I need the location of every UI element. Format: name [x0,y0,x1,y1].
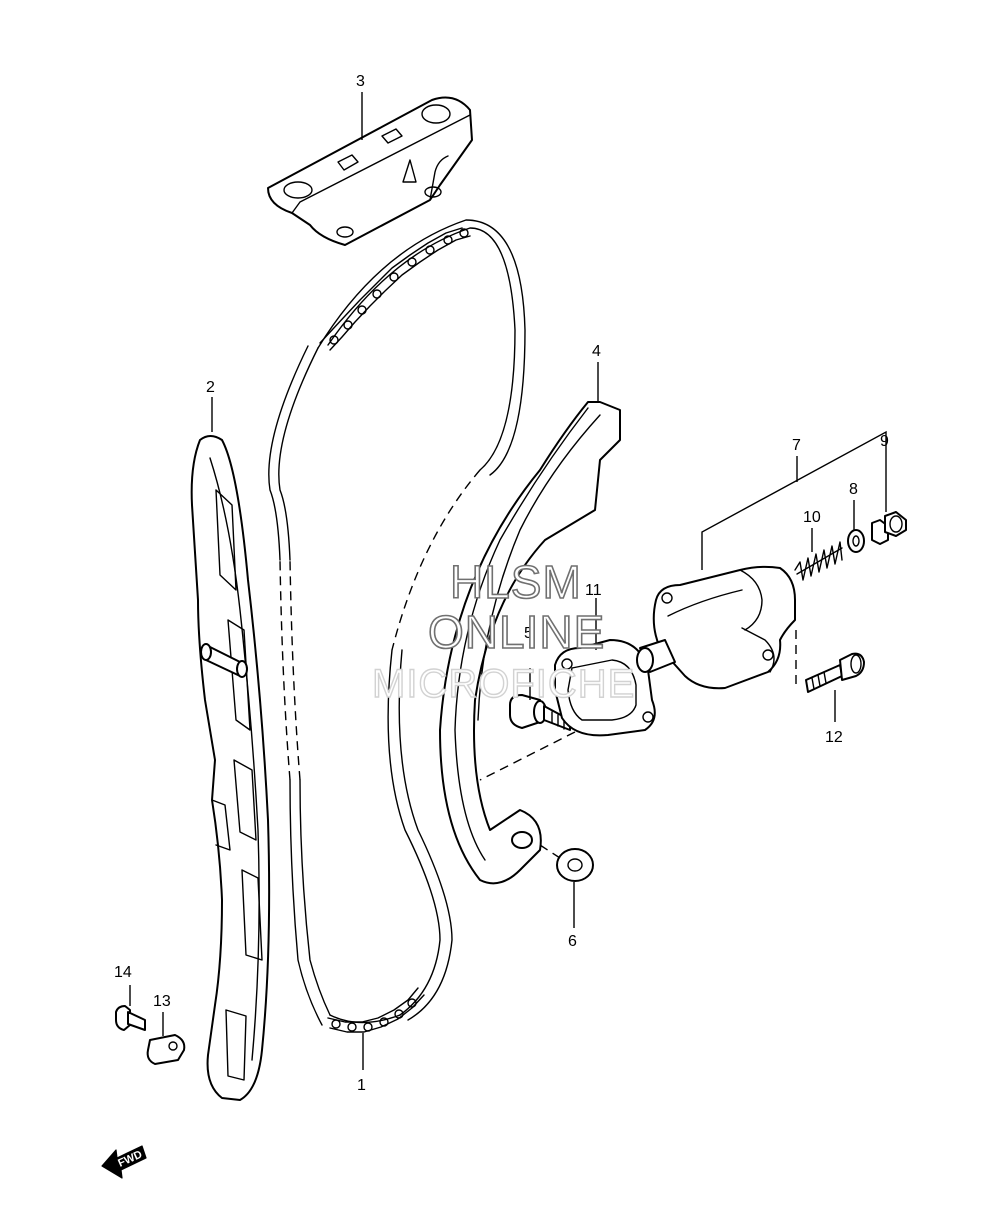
part-11-gasket [554,639,656,737]
fwd-label: FWD [116,1149,144,1170]
watermark: HLSM ONLINE MICROFICHE [371,555,635,707]
callout-numbers: 3 2 4 7 9 8 10 11 5 12 6 14 13 1 [114,73,889,1094]
callout-9: 9 [880,433,889,450]
part-14-screw [115,1005,146,1031]
callout-1: 1 [357,1077,366,1094]
callout-4: 4 [592,343,601,360]
part-1-cam-chain [268,219,526,1033]
part-3-chain-guide-top [267,96,473,246]
watermark-line-1: HLSM [450,556,582,608]
watermark-line-3: MICROFICHE [372,662,635,706]
part-12-bolt [805,652,865,693]
callout-11: 11 [585,582,602,599]
part-7-tensioner-assembly [636,565,796,690]
part-2-chain-guide-rear [190,435,271,1101]
callout-12: 12 [825,729,843,746]
callout-10: 10 [803,509,821,526]
callout-14: 14 [114,964,132,981]
part-13-washer-plate [146,1034,186,1065]
callout-7: 7 [792,437,801,454]
callout-5: 5 [524,625,533,642]
part-4-chain-guide-tensioner [439,401,621,885]
leader-lines [129,92,887,1070]
part-10-spring [794,541,843,581]
callout-2: 2 [206,379,215,396]
callout-8: 8 [849,481,858,498]
part-9-cap-bolt [871,511,907,545]
callout-13: 13 [153,993,171,1010]
part-8-washer [847,529,865,553]
callout-6: 6 [568,933,577,950]
forward-direction-arrow-icon: FWD [101,1145,147,1179]
callout-3: 3 [356,73,365,90]
part-6-washer [556,848,594,882]
watermark-line-2: ONLINE [428,606,605,658]
